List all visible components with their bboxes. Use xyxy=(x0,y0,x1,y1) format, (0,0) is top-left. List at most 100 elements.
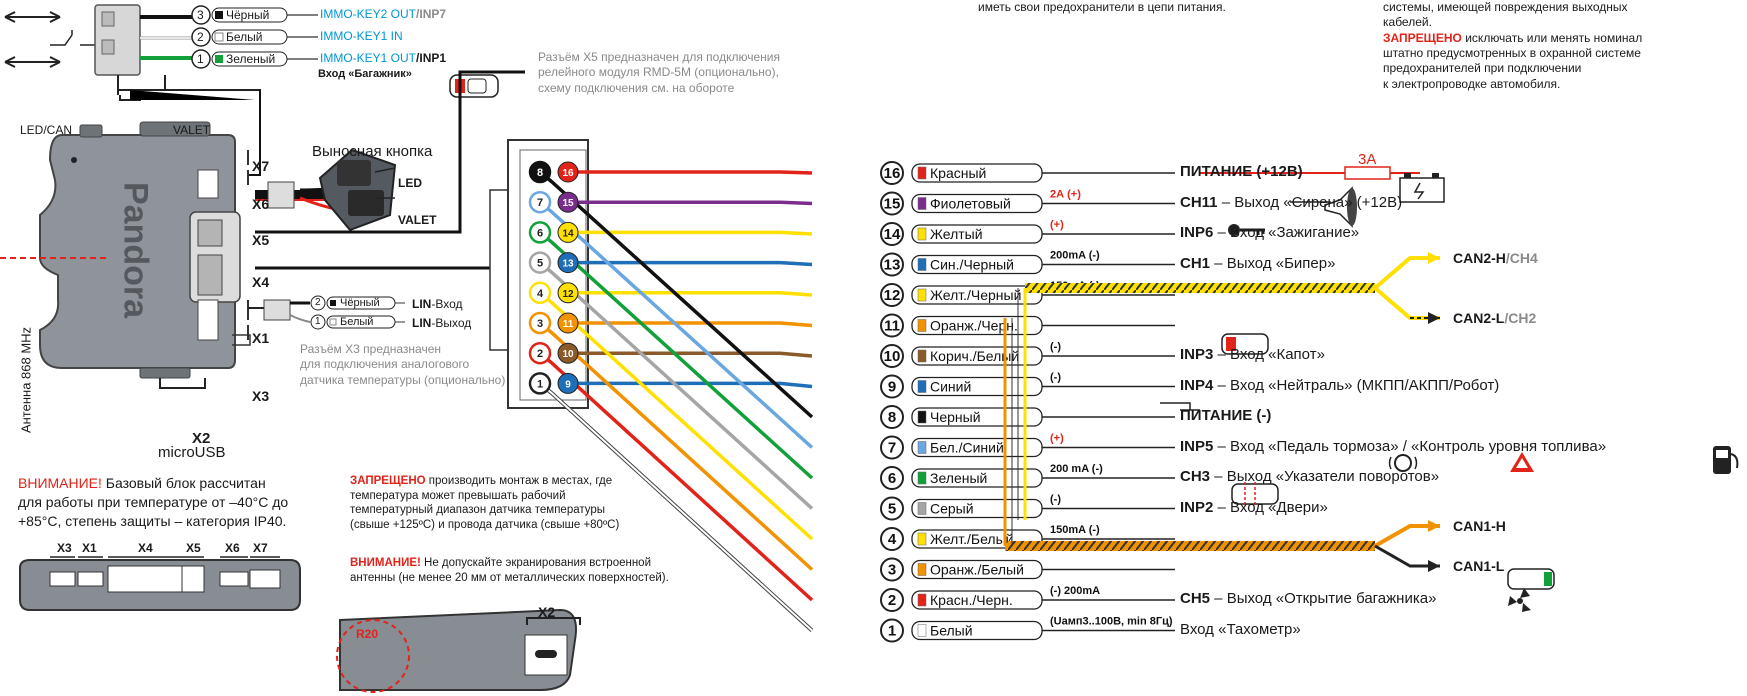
wire-10 xyxy=(568,351,813,358)
bottom-x4: X4 xyxy=(138,541,153,555)
wire-number-14 xyxy=(880,222,904,246)
can1-l-label: CAN1-L xyxy=(1453,558,1505,574)
wire-function-14: INP6 – Вход «Зажигание» xyxy=(1180,224,1360,241)
lin-connector xyxy=(159,295,405,389)
svg-text:11: 11 xyxy=(884,318,900,335)
wire-color-box-7 xyxy=(911,437,1043,458)
wire-color-4: Желт./Белый xyxy=(930,531,1013,547)
bottom-x3: X3 xyxy=(57,541,72,555)
wire-color-13: Син./Черный xyxy=(930,257,1014,273)
lin-num-1: 1 xyxy=(315,316,321,327)
wire-color-14: Желтый xyxy=(930,226,983,242)
svg-text:16: 16 xyxy=(562,168,574,179)
wire-color-15: Фиолетовый xyxy=(930,196,1011,212)
wire-number-2 xyxy=(880,588,904,612)
wire-function-16: ПИТАНИЕ (+12В) xyxy=(1180,163,1303,180)
wire-number-13 xyxy=(880,252,904,277)
wire-number-5 xyxy=(880,496,904,521)
wire-function-10: INP3 – Вход «Капот» xyxy=(1180,346,1325,363)
wire-12 xyxy=(568,291,813,297)
wire-color-10: Корич./Белый xyxy=(930,348,1019,364)
lin-color-white: Белый xyxy=(340,316,374,328)
wire-color-16: Красный xyxy=(930,165,986,181)
pin-13 xyxy=(557,252,579,274)
can2-h-label: CAN2-H/CH4 xyxy=(1453,250,1538,266)
svg-text:9: 9 xyxy=(888,379,896,396)
pin-7 xyxy=(528,190,552,214)
battery-icon xyxy=(1399,173,1445,203)
pin-10 xyxy=(557,342,579,364)
wire-number-7 xyxy=(880,435,904,460)
pin-3 xyxy=(528,311,552,335)
wire-color-box-8 xyxy=(911,407,1043,427)
wire-color-box-6 xyxy=(911,468,1043,488)
can2-twisted-pair xyxy=(1025,283,1375,293)
wire-function-1: Вход «Тахометр» xyxy=(1180,620,1301,638)
doors-car-icon xyxy=(1231,482,1279,506)
bottom-x7: X7 xyxy=(253,541,268,555)
wire-rating-1: (Uамп3..100В, min 8Гц) xyxy=(1050,616,1173,628)
immo-key1-out: IMMO-KEY1 OUT/INP1 xyxy=(320,51,447,65)
wire-color-9: Синий xyxy=(930,379,971,395)
wire-function-15: CH11 – Выход «Сирена» (+12В) xyxy=(1180,193,1403,211)
wire-16 xyxy=(568,170,813,175)
port-x7: X7 xyxy=(252,158,270,174)
led-can-label: LED/CAN xyxy=(20,123,73,137)
svg-text:16: 16 xyxy=(884,165,901,182)
svg-text:15: 15 xyxy=(884,196,901,213)
port-x3: X3 xyxy=(252,388,270,404)
key-icon xyxy=(1228,224,1265,236)
port-x6: X6 xyxy=(252,196,270,212)
svg-text:14: 14 xyxy=(884,226,901,243)
main-unit xyxy=(0,121,249,379)
remote-led-label: LED xyxy=(398,176,422,190)
wire-rating-14: (+) xyxy=(1050,219,1064,231)
immo-relay xyxy=(4,4,499,175)
svg-text:2: 2 xyxy=(537,348,543,360)
immo-num-2: 2 xyxy=(197,30,204,44)
pin-15 xyxy=(557,191,579,213)
svg-text:3: 3 xyxy=(888,562,896,579)
fuel-icon xyxy=(1713,446,1739,474)
port-x2: X2 xyxy=(192,430,211,447)
wire-color-6: Зеленый xyxy=(930,470,987,486)
pin-9 xyxy=(557,372,579,394)
lin-num-2: 2 xyxy=(315,297,321,308)
wire-function-6: CH3 – Выход «Указатели поворотов» xyxy=(1180,468,1440,485)
pin-2 xyxy=(528,341,552,365)
wire-function-2: CH5 – Выход «Открытие багажника» xyxy=(1180,590,1437,607)
wire-14 xyxy=(568,230,813,236)
svg-text:13: 13 xyxy=(884,257,901,274)
immo-color-white: Белый xyxy=(226,30,263,44)
wire-color-3: Оранж./Белый xyxy=(930,562,1024,578)
wire-function-7: INP5 – Вход «Педаль тормоза» / «Контроль… xyxy=(1180,437,1607,455)
svg-text:7: 7 xyxy=(888,440,896,457)
hazard-icon xyxy=(1510,452,1534,472)
svg-text:1: 1 xyxy=(537,378,543,390)
immo-color-green: Зеленый xyxy=(226,52,276,66)
wire-number-1 xyxy=(880,618,904,643)
fan-icon xyxy=(1508,588,1531,612)
can2-l-label: CAN2-L/CH2 xyxy=(1453,310,1537,326)
antenna-warning: ВНИМАНИЕ! Не допускайте экранирования вс… xyxy=(350,557,669,584)
svg-text:9: 9 xyxy=(565,379,571,390)
svg-text:4: 4 xyxy=(537,288,544,300)
wire-color-box-1 xyxy=(911,620,1043,641)
svg-text:5: 5 xyxy=(888,501,896,518)
fuse-note: иметь свои предохранители в цепи питания… xyxy=(978,0,1226,14)
svg-text:15: 15 xyxy=(562,198,574,209)
svg-text:7: 7 xyxy=(537,197,543,209)
antenna-label: Антенна 868 MHz xyxy=(18,326,34,434)
valet-port-label: VALET xyxy=(173,123,211,137)
svg-text:11: 11 xyxy=(563,319,574,330)
lin-out-label: LIN-Выход xyxy=(412,316,472,330)
can1-h-label: CAN1-H xyxy=(1453,518,1506,534)
wire-number-9 xyxy=(880,374,904,399)
wire-color-2: Красн./Черн. xyxy=(930,592,1013,608)
svg-text:3: 3 xyxy=(537,318,543,330)
wire-color-box-2 xyxy=(911,590,1043,610)
wire-color-box-14 xyxy=(911,224,1043,244)
pin-6 xyxy=(528,221,552,244)
